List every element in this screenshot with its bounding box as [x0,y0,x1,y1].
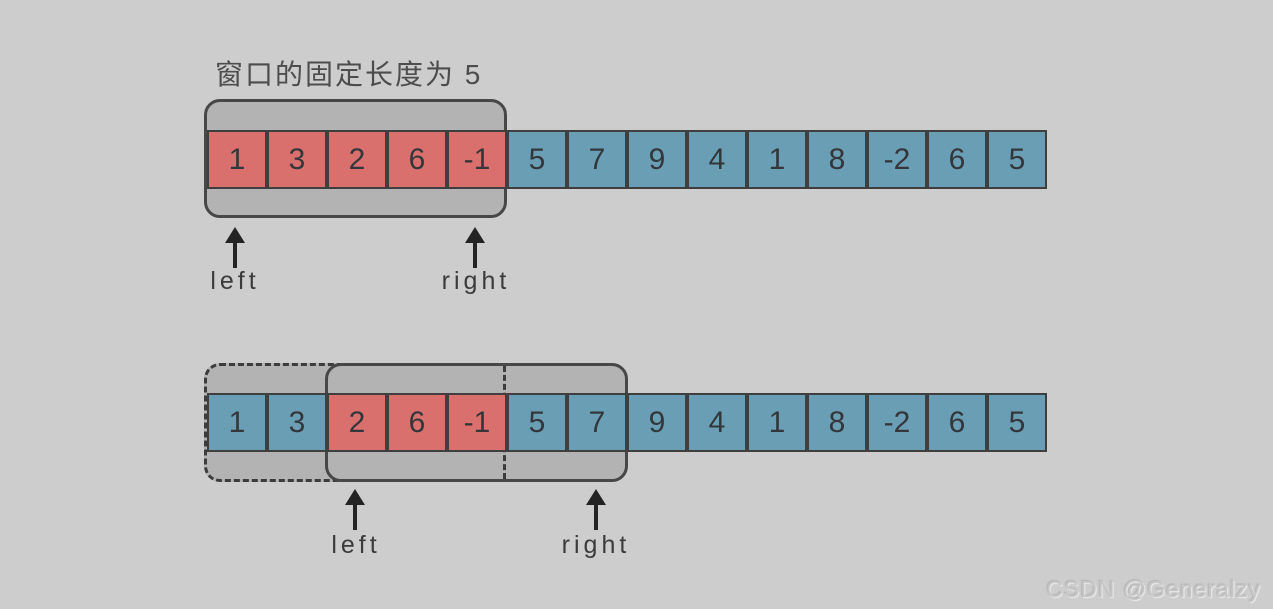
arrow-stem [233,243,237,268]
left-pointer-arrow-2 [345,489,365,530]
array-cell: 4 [687,393,747,452]
array-cell: -2 [867,130,927,189]
array-cell: 5 [507,130,567,189]
array-cell: 1 [207,130,267,189]
array-cell: 3 [267,130,327,189]
array-cell: 6 [927,130,987,189]
arrow-stem [353,505,357,530]
array-cell: 3 [267,393,327,452]
array-cell: 6 [927,393,987,452]
right-pointer-label-1: right [441,267,511,295]
array-cell: 1 [747,393,807,452]
array-cell: -1 [447,130,507,189]
arrow-head-icon [345,489,365,505]
arrow-head-icon [465,227,485,243]
watermark: CSDN @Generalzy [1046,576,1261,602]
array-cell: 8 [807,130,867,189]
array-cell: -2 [867,393,927,452]
arrow-stem [473,243,477,268]
arrow-stem [594,505,598,530]
array-cell: 9 [627,393,687,452]
array-cell: -1 [447,393,507,452]
array-cell: 5 [507,393,567,452]
array-cell: 1 [207,393,267,452]
array-cell: 6 [387,393,447,452]
array-cell: 8 [807,393,867,452]
array-cell: 5 [987,393,1047,452]
arrow-head-icon [586,489,606,505]
array-cell: 6 [387,130,447,189]
array-cell: 7 [567,130,627,189]
right-pointer-arrow-1 [465,227,485,268]
right-pointer-label-2: right [561,531,631,559]
array-cell: 4 [687,130,747,189]
array-cell: 1 [747,130,807,189]
diagram-title: 窗口的固定长度为 5 [215,59,483,90]
left-pointer-label-1: left [210,267,260,295]
array-cell: 5 [987,130,1047,189]
left-pointer-arrow-1 [225,227,245,268]
array-cell: 2 [327,393,387,452]
array-cell: 7 [567,393,627,452]
left-pointer-label-2: left [331,531,381,559]
array-cell: 9 [627,130,687,189]
arrow-head-icon [225,227,245,243]
right-pointer-arrow-2 [586,489,606,530]
array-cell: 2 [327,130,387,189]
